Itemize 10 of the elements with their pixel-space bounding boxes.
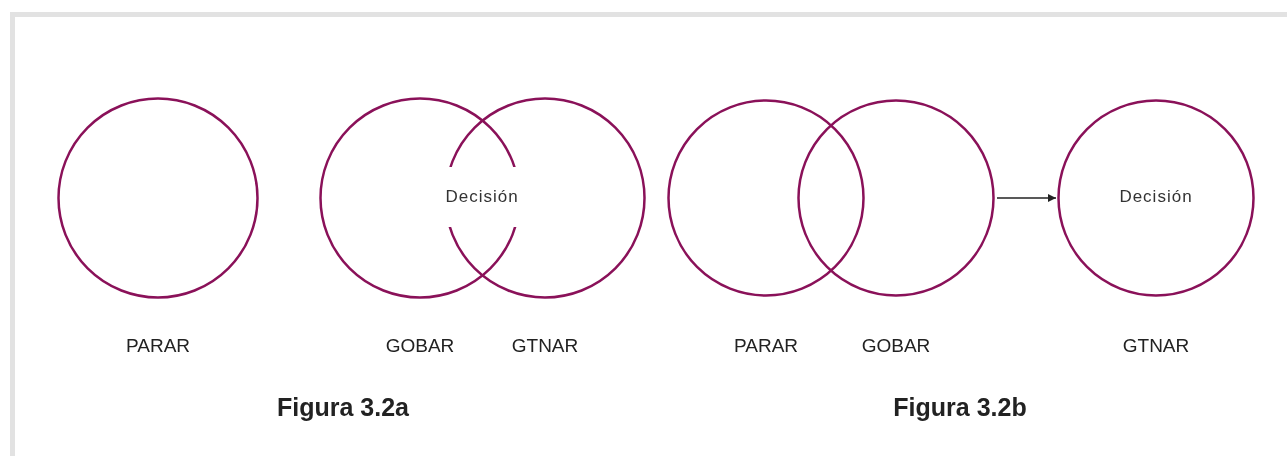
circle-caption: GOBAR (861, 335, 931, 357)
figure-caption: Figura 3.2a (277, 392, 409, 422)
node-label: Decisión (1118, 187, 1194, 207)
circle-caption: PARAR (125, 335, 191, 357)
arrow (996, 194, 1057, 202)
circle-caption: GOBAR (385, 335, 455, 357)
circle-caption: GTNAR (1122, 335, 1190, 357)
figure-caption: Figura 3.2b (893, 392, 1027, 422)
circle-caption: GTNAR (511, 335, 579, 357)
circle-caption: PARAR (733, 335, 799, 357)
